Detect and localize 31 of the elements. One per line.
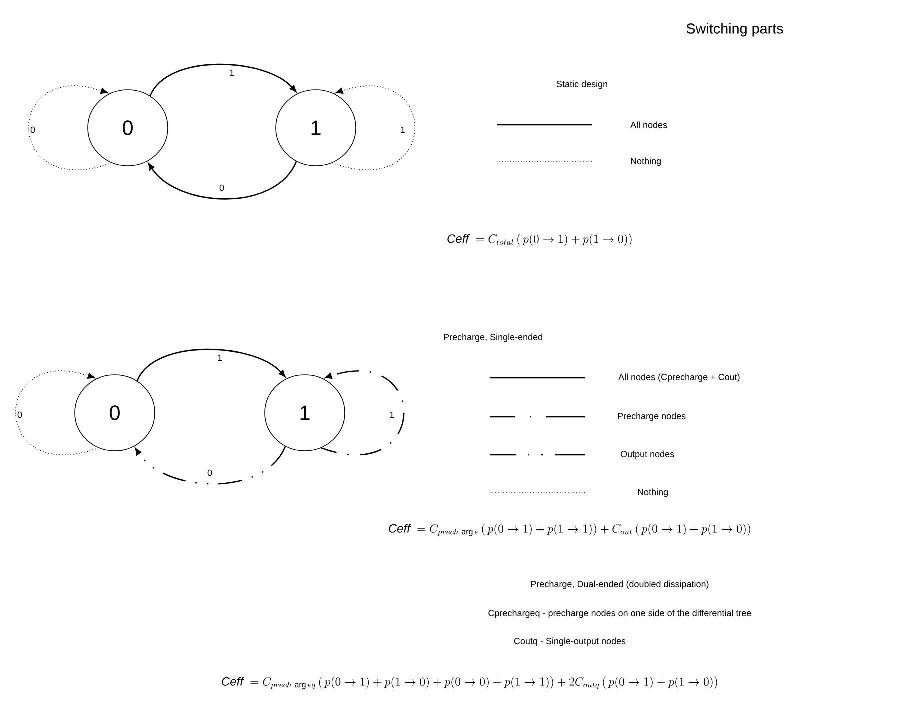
edge-label: 1 (216, 353, 224, 363)
transition-arrow (332, 86, 416, 170)
edge-label: 0 (16, 410, 24, 420)
legend-text: All nodes (Cprecharge + Cout) (618, 374, 740, 382)
formula: $\mathit{Ceff}\ = C_{prech\,\arg eq}\,(\,p(0\rightarrow 1) + p(1\rightarrow 0) + p(0\rightarrow 0) + p(1\rightarrow 1)) + 2C_{outq}\,(\,p(0\rightarrow 1) + p(1\rightarrow 0))$ (222, 676, 718, 690)
formula: $\mathit{Ceff}\ = C_{total}\,(\,p(0\rightarrow 1) + p(1\rightarrow 0))$ (448, 234, 632, 246)
formula: $\mathit{Ceff}\ = C_{prech\,\arg e}\,(\,p(0\rightarrow 1) + p(1\rightarrow 1)) + C_{out}\,(\,p(0\rightarrow 1) + p(1\rightarrow 0))$ (389, 524, 750, 536)
note-text: Coutq - Single-output nodes (514, 638, 626, 646)
legend-text: Precharge nodes (618, 412, 686, 422)
transition-arrow (150, 64, 297, 96)
edge-label: 0 (218, 183, 226, 193)
note-text: Precharge, Dual-ended (doubled dissipation) (531, 580, 709, 590)
legend-text: All nodes (630, 122, 668, 128)
transition-arrow (321, 370, 405, 456)
transition-arrow (16, 370, 100, 455)
transition-arrow (148, 161, 298, 200)
edge-label: 1 (228, 68, 236, 78)
edge-label: 1 (399, 125, 407, 135)
transition-arrow (28, 86, 112, 170)
edge-label: 1 (388, 410, 396, 420)
note-text: Cprechargeq - precharge nodes on one side of the differential tree (488, 610, 752, 618)
note-text: Precharge, Single-ended (444, 334, 542, 342)
transition-arrow (135, 446, 286, 485)
edge-label: 0 (206, 468, 214, 478)
note-text: Static design (556, 80, 608, 90)
edge-label: 0 (29, 125, 37, 135)
legend-text: Nothing (631, 158, 661, 166)
transition-arrow (136, 348, 286, 382)
legend-text: Output nodes (620, 450, 674, 460)
legend-text: Nothing (638, 488, 668, 498)
title: Switching parts (686, 23, 784, 37)
